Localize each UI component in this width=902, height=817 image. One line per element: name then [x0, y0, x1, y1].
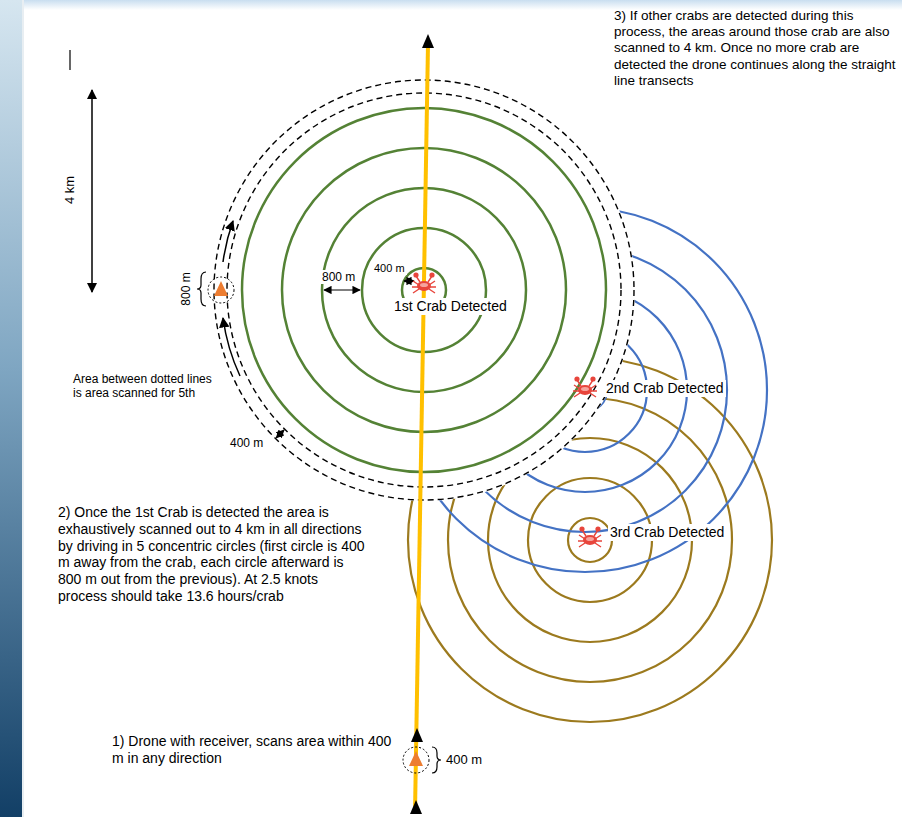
crab-label: 2nd Crab Detected	[604, 380, 726, 397]
step-note: 3) If other crabs are detected during th…	[614, 8, 896, 89]
scan-ring	[448, 398, 732, 682]
second-crab-rings	[403, 208, 767, 572]
crab-label: 3rd Crab Detected	[608, 524, 726, 541]
dimension-label: 400 m	[446, 752, 482, 768]
fifth-pass-band	[214, 80, 634, 500]
crab-label: 1st Crab Detected	[392, 298, 509, 315]
step-note: 1) Drone with receiver, scans area withi…	[112, 733, 394, 767]
scale-label: 4 km	[62, 176, 78, 204]
side-drone	[197, 272, 234, 306]
transect-arrows	[410, 34, 434, 814]
dimension-label: 800 m	[320, 270, 357, 284]
sea-strip	[0, 0, 22, 817]
step-note: 2) Once the 1st Crab is detected the are…	[58, 504, 370, 605]
scan-ring	[408, 358, 772, 722]
area-note: Area between dotted lines is area scanne…	[73, 372, 223, 401]
transect-drone	[403, 747, 441, 773]
scale-bar	[70, 50, 92, 292]
scan-ring	[568, 518, 612, 562]
dimension-label: 800 m	[179, 272, 193, 305]
dimension-label: 400 m	[372, 262, 407, 275]
dimension-label: 400 m	[228, 436, 265, 450]
scan-ring	[403, 208, 767, 572]
transect-line	[415, 44, 428, 812]
third-crab-rings	[408, 358, 772, 722]
sea-strip-edge	[22, 0, 24, 817]
drive-direction-arrows	[223, 221, 240, 376]
